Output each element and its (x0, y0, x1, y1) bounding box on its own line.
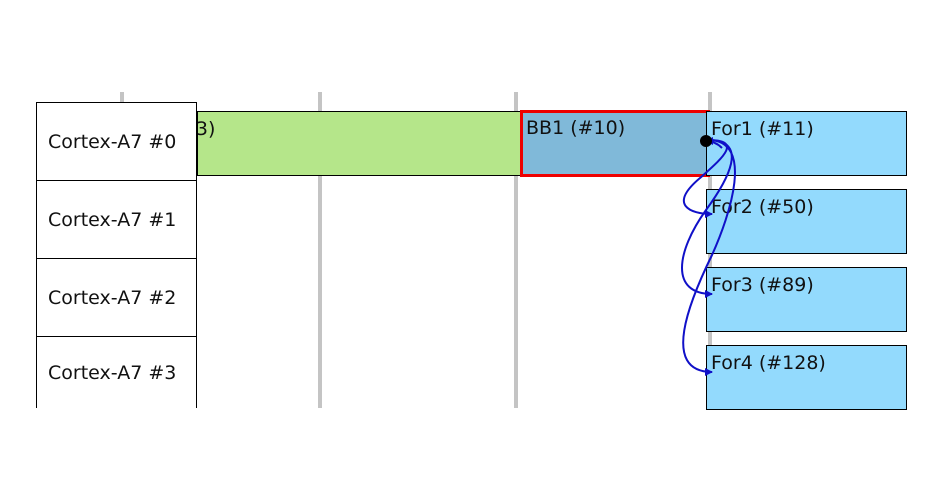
row-label-core-0: Cortex-A7 #0 (36, 102, 197, 180)
task-label: For1 (#11) (711, 118, 814, 140)
task-bar-for4[interactable]: For4 (#128) (706, 345, 907, 410)
grid-line (318, 92, 322, 408)
row-label-core-1: Cortex-A7 #1 (36, 180, 197, 258)
task-label: For4 (#128) (711, 352, 826, 374)
arrow-for1-for3 (681, 139, 733, 298)
dependency-node-dot (700, 135, 712, 147)
arrow-for1-for2 (683, 139, 728, 218)
grid-line (514, 92, 518, 408)
row-label-core-3: Cortex-A7 #3 (36, 336, 197, 408)
task-label: For3 (#89) (711, 274, 814, 296)
task-label: For2 (#50) (711, 196, 814, 218)
task-bar-for3[interactable]: For3 (#89) (706, 267, 907, 332)
task-bar-partial[interactable]: #3) (197, 111, 523, 176)
row-label-core-2: Cortex-A7 #2 (36, 258, 197, 336)
row-label-text: Cortex-A7 #2 (48, 286, 177, 309)
task-label: BB1 (#10) (526, 117, 626, 139)
task-bar-bb1[interactable]: BB1 (#10) (520, 110, 710, 177)
task-label: #3) (197, 118, 216, 140)
row-label-text: Cortex-A7 #0 (48, 130, 177, 153)
arrow-for1-for4 (682, 139, 736, 376)
task-bar-for2[interactable]: For2 (#50) (706, 189, 907, 254)
row-label-text: Cortex-A7 #3 (48, 361, 177, 384)
row-label-text: Cortex-A7 #1 (48, 208, 177, 231)
